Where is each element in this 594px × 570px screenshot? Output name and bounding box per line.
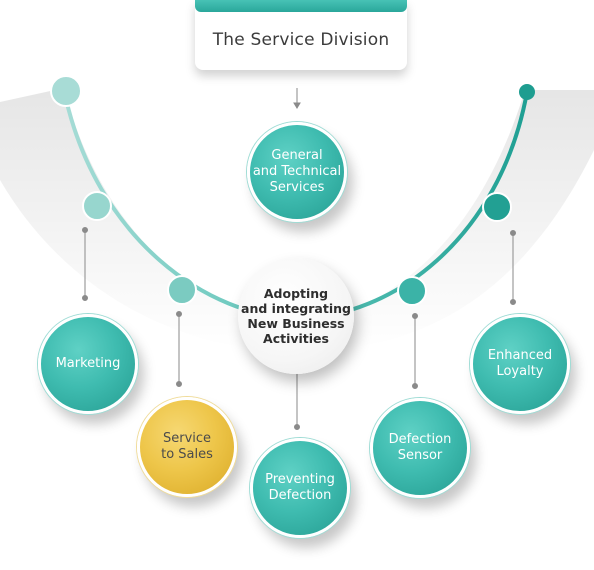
node-label: Enhanced Loyalty: [487, 348, 553, 379]
node-label: General and Technical Services: [252, 148, 342, 195]
node-service-to-sales: Service to Sales: [137, 397, 237, 497]
node-preventing-defection: Preventing Defection: [250, 438, 350, 538]
node-label: Marketing: [55, 356, 121, 371]
connector-dot: [176, 311, 182, 317]
arc-shadow-band: [0, 88, 594, 352]
arc-dot: [82, 191, 112, 221]
connector-dot: [82, 227, 88, 233]
connector-dot: [176, 381, 182, 387]
node-center: Adopting and integrating New Business Ac…: [238, 258, 354, 374]
arc-dot: [519, 84, 535, 100]
diagram-title: The Service Division: [212, 30, 390, 50]
title-accent-bar: [195, 0, 407, 12]
node-defection-sensor: Defection Sensor: [370, 398, 470, 498]
connector-arrow: [293, 102, 301, 109]
node-enhanced-loyalty: Enhanced Loyalty: [470, 314, 570, 414]
node-marketing: Marketing: [38, 314, 138, 414]
arc-dot: [167, 275, 197, 305]
connector-dot: [412, 383, 418, 389]
connector-dot: [510, 230, 516, 236]
node-label: Service to Sales: [161, 431, 213, 462]
arc-dot: [397, 276, 427, 306]
node-general-technical-services: General and Technical Services: [247, 122, 347, 222]
node-label: Adopting and integrating New Business Ac…: [241, 286, 351, 346]
title-box: The Service Division: [195, 0, 407, 70]
connector-dot: [82, 295, 88, 301]
connector-dot: [510, 299, 516, 305]
node-label: Preventing Defection: [265, 472, 335, 503]
connector-dot: [294, 424, 300, 430]
arc-dot: [482, 192, 512, 222]
arc-dot: [50, 75, 82, 107]
node-label: Defection Sensor: [388, 432, 452, 463]
connector-dot: [412, 313, 418, 319]
